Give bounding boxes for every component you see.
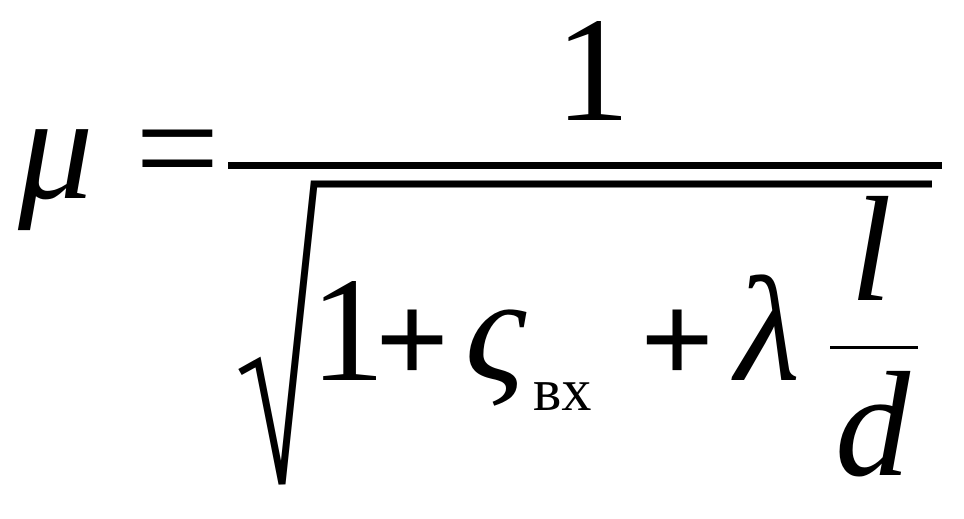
equals-sign: = bbox=[135, 65, 220, 231]
plus-sign-2: + bbox=[640, 268, 714, 412]
numerator-one: 1 bbox=[555, 0, 630, 153]
square-root-radical bbox=[238, 180, 932, 485]
plus-sign-1: + bbox=[375, 268, 449, 412]
zeta-symbol: ς bbox=[465, 247, 527, 413]
mu-symbol: μ bbox=[17, 65, 93, 231]
length-l: l bbox=[850, 167, 892, 333]
zeta-subscript: вх bbox=[533, 357, 591, 423]
denominator-one: 1 bbox=[310, 247, 385, 413]
main-fraction-bar bbox=[228, 162, 942, 169]
lambda-symbol: λ bbox=[731, 247, 800, 413]
inner-fraction-bar bbox=[830, 346, 918, 349]
diameter-d: d bbox=[835, 342, 911, 508]
